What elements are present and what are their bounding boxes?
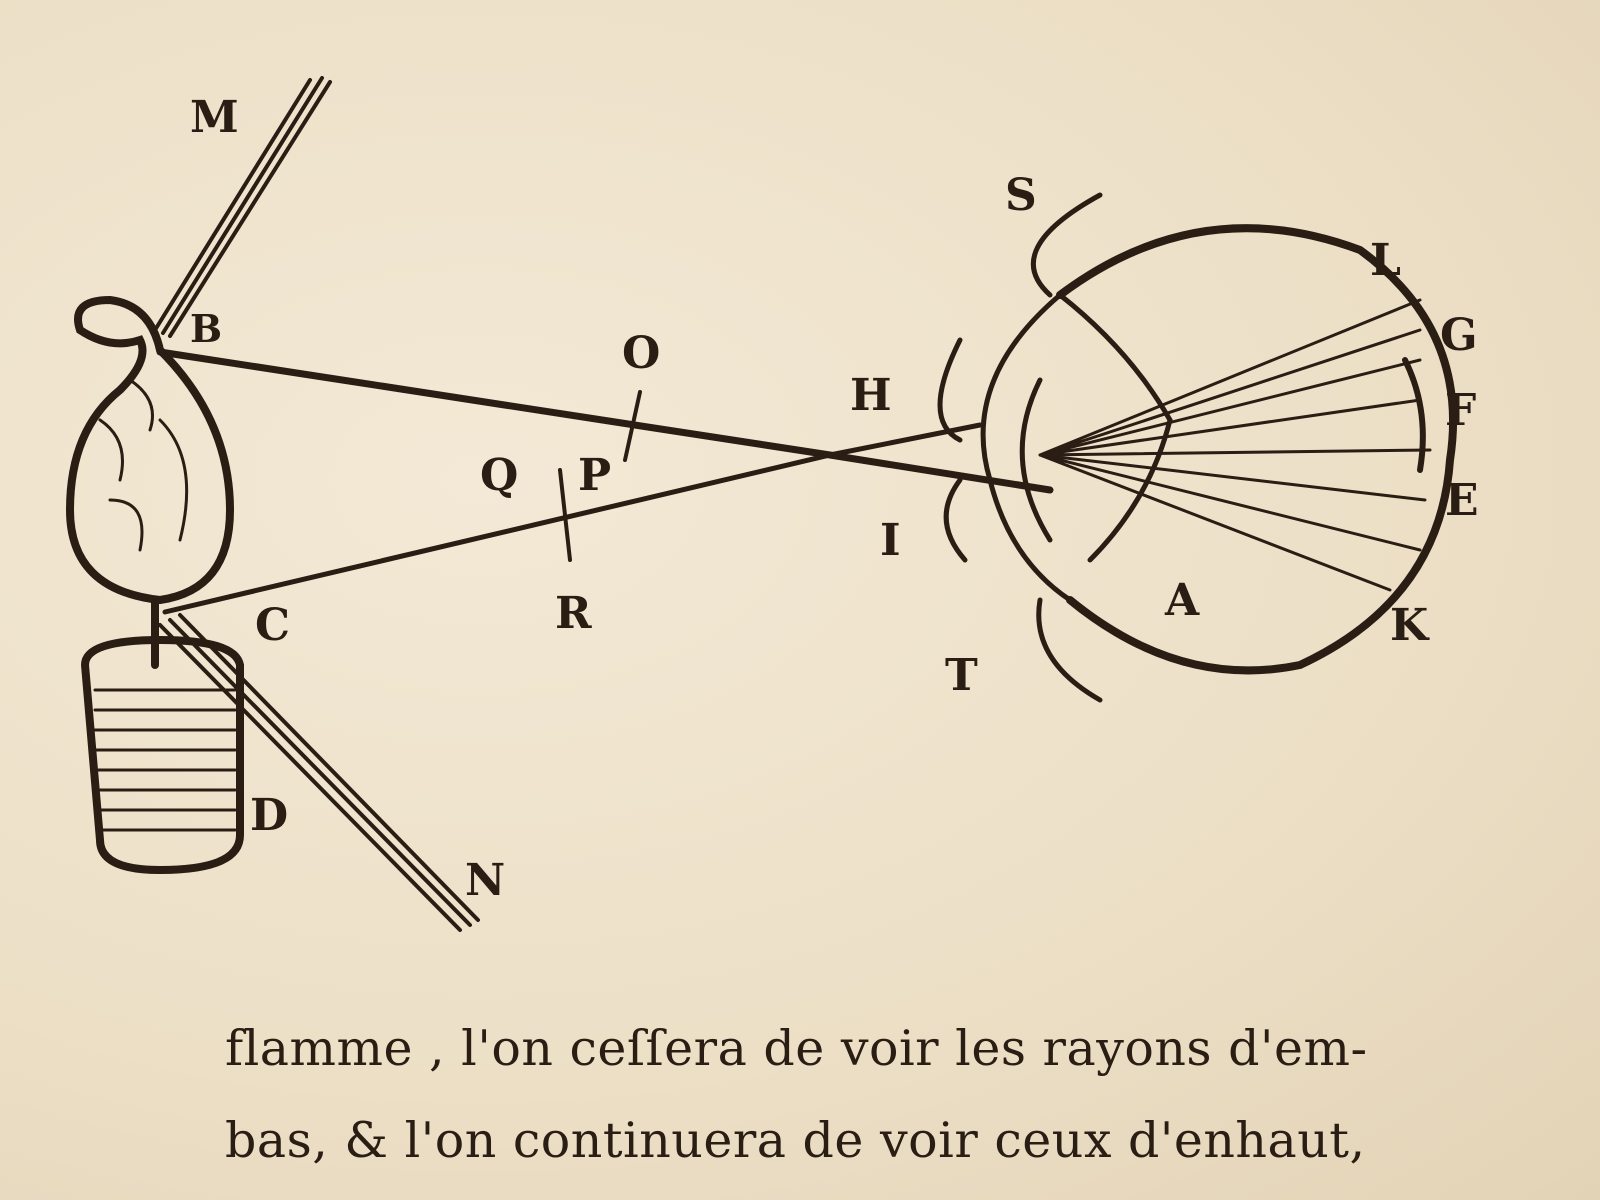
label-h: H: [850, 370, 892, 421]
label-t: T: [945, 650, 978, 701]
label-b: B: [190, 306, 222, 351]
label-f: F: [1445, 385, 1476, 436]
label-a: A: [1164, 575, 1200, 626]
crossing-rays: [156, 348, 1054, 615]
label-r: R: [555, 588, 592, 639]
label-m: M: [190, 92, 239, 143]
label-p: P: [578, 450, 611, 501]
eye: [937, 192, 1457, 703]
label-o: O: [622, 328, 660, 379]
label-q: Q: [480, 450, 518, 501]
candle: [80, 596, 244, 875]
label-l: L: [1370, 235, 1401, 286]
rays-m-n: [153, 76, 480, 932]
label-n: N: [465, 855, 505, 906]
optics-woodcut-diagram: M B O H S L G F E Q P I R C A K T D N: [65, 76, 1479, 932]
body-text-line-2: bas, & l'on continuera de voir ceux d'en…: [225, 1112, 1366, 1169]
label-i: I: [880, 515, 901, 566]
label-s: S: [1005, 170, 1037, 221]
body-text-line-1: flamme , l'on ceſſera de voir les rayons…: [225, 1020, 1368, 1077]
label-c: C: [255, 600, 290, 651]
label-d: D: [250, 790, 288, 841]
flame: [65, 295, 235, 605]
label-g: G: [1440, 310, 1478, 361]
label-e: E: [1445, 475, 1479, 526]
label-k: K: [1390, 600, 1430, 651]
